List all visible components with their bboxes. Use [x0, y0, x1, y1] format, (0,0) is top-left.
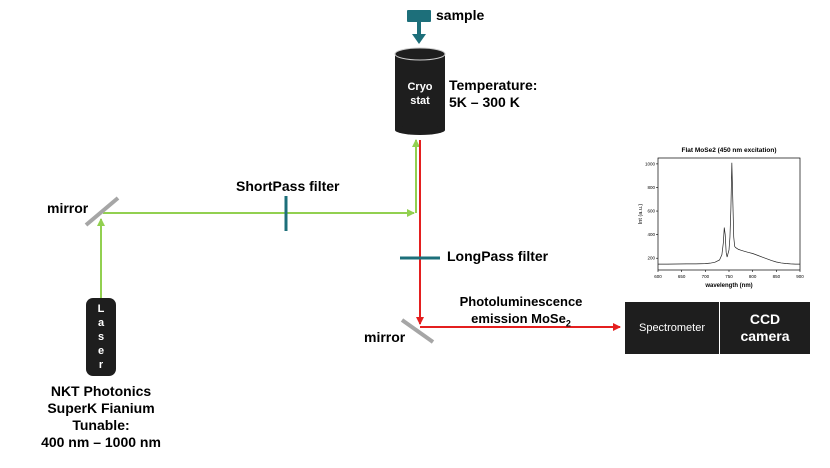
temperature-label-line1: Temperature:	[449, 77, 538, 93]
pl-emission-label-subscript: 2	[565, 318, 571, 329]
x-tick-label: 600	[654, 274, 662, 279]
x-axis-label: wavelength (nm)	[704, 283, 752, 289]
mirror-bottom	[400, 318, 435, 344]
cryostat-bottom	[395, 125, 445, 135]
ccd-box	[720, 302, 810, 354]
y-tick-label: 200	[647, 256, 655, 261]
spectrometer-label: Spectrometer	[638, 322, 706, 334]
shortpass-label: ShortPass filter	[236, 178, 340, 194]
laser-info-line: 400 nm – 1000 nm	[41, 434, 161, 450]
pl-emission-label-line1: Photoluminescence	[459, 294, 583, 309]
sample-stem	[417, 22, 421, 34]
laser-letter: e	[97, 345, 105, 357]
chart-frame	[657, 157, 801, 271]
ccd-label-line2: camera	[740, 328, 790, 344]
y-tick-label: 1000	[645, 161, 656, 166]
cryostat-top	[394, 47, 446, 61]
x-tick-label: 700	[702, 274, 710, 279]
x-tick-label: 900	[796, 274, 804, 279]
cryostat-body	[395, 54, 445, 130]
cryostat-label-line2: stat	[410, 95, 430, 107]
ccd-label: CCD camera	[720, 311, 810, 345]
y-tick-label: 600	[647, 209, 655, 214]
pl-emission-label-line2: emission MoSe2	[436, 310, 606, 333]
cryostat-label: Cryo stat	[396, 80, 444, 108]
pl-spectrum-chart: Flat MoSe2 (450 nm excitation) 600 650 700 7…	[638, 147, 804, 289]
pl-emission-label: Photoluminescence emission MoSe2	[436, 293, 606, 333]
laser-info-line: SuperK Fianium	[47, 400, 155, 416]
cryostat-label-line1: Cryo	[407, 81, 433, 93]
sample-holder	[407, 10, 431, 22]
pl-emission-label-prefix: emission MoSe	[471, 311, 566, 326]
laser-info-line: NKT Photonics	[50, 383, 152, 399]
x-tick-label: 800	[749, 274, 757, 279]
sample-arrow	[412, 34, 426, 44]
x-tick-label: 850	[773, 274, 781, 279]
y-tick-label: 400	[647, 232, 655, 237]
mirror-top	[84, 196, 120, 227]
chart-title: Flat MoSe2 (450 nm excitation)	[682, 147, 777, 154]
temperature-label-line2: 5K – 300 K	[449, 94, 520, 110]
mirror-bottom-label: mirror	[364, 329, 406, 345]
sample-label: sample	[436, 7, 485, 23]
longpass-label: LongPass filter	[447, 248, 549, 264]
x-tick-label: 750	[725, 274, 733, 279]
laser-body	[86, 298, 116, 376]
laser-letter: a	[97, 317, 105, 329]
ccd-label-line1: CCD	[749, 311, 781, 327]
laser-info-line: Tunable:	[72, 417, 130, 433]
series-line	[658, 162, 800, 265]
y-tick-label: 800	[647, 185, 655, 190]
laser-letter: s	[97, 331, 105, 343]
mirror-top-label: mirror	[47, 200, 89, 216]
x-tick-label: 650	[678, 274, 686, 279]
laser-letter: r	[98, 359, 104, 371]
laser-letter: L	[97, 303, 105, 315]
spectrometer-box	[625, 302, 719, 354]
temperature-label: Temperature: 5K – 300 K	[449, 77, 537, 111]
y-axis-label: Int (a.u.)	[638, 204, 644, 225]
